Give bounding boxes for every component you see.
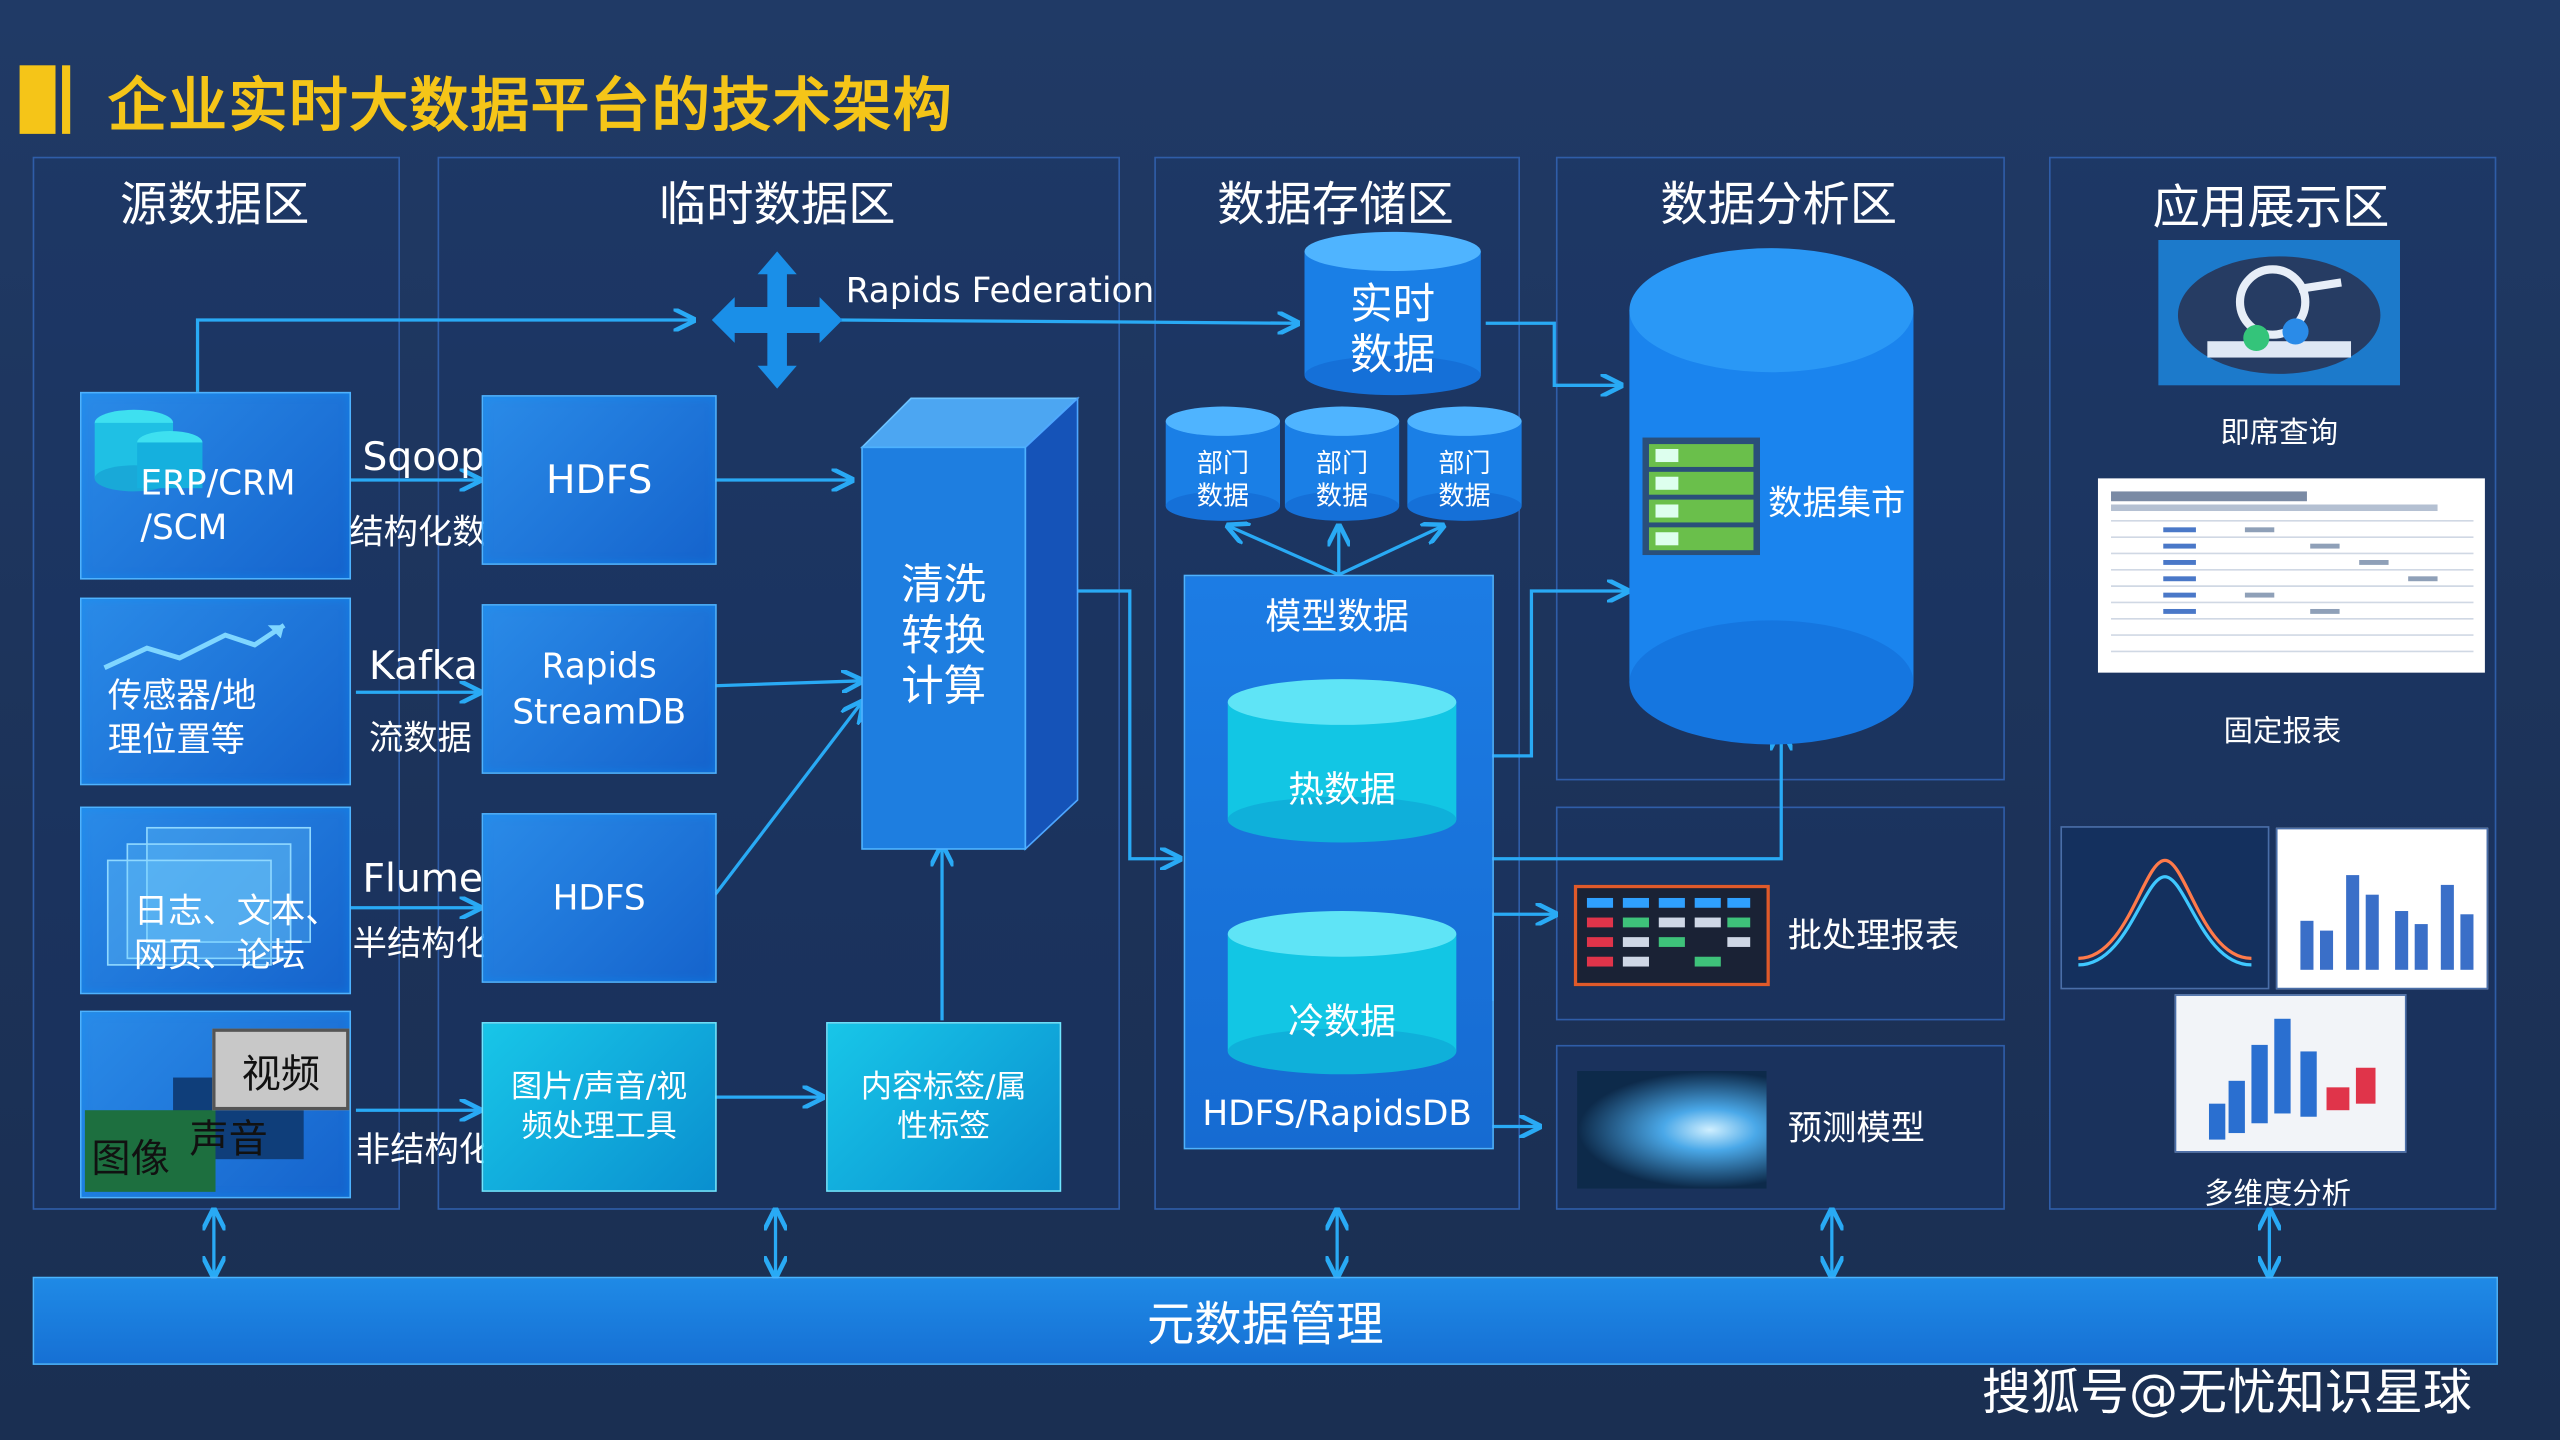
dept-db-label-3: 部门 数据	[1438, 447, 1491, 512]
media-tool-label: 图片/声音/视 频处理工具	[511, 1069, 688, 1145]
hdfs-box-2: HDFS	[481, 813, 717, 983]
video-label: 视频	[212, 1028, 350, 1111]
image-thumb	[84, 1110, 216, 1192]
dept-db-cylinder-1	[1165, 406, 1280, 521]
report-label: 固定报表	[2223, 715, 2342, 750]
source-erp: ERP/CRM /SCM	[80, 391, 352, 580]
batch-report-label: 批处理报表	[1787, 915, 1960, 956]
media-tool-box: 图片/声音/视 频处理工具	[481, 1022, 717, 1192]
ingest-stream: 流数据	[368, 718, 472, 758]
dept-db-cylinder-3	[1407, 406, 1522, 521]
batch-report-grid-icon	[1586, 897, 1751, 967]
source-erp-label: ERP/CRM /SCM	[140, 463, 296, 547]
database-icon	[94, 409, 203, 492]
ingest-kafka: Kafka	[368, 643, 478, 689]
isometric-bars-icon	[2208, 1018, 2376, 1140]
image-label: 图像	[91, 1136, 170, 1183]
hdfs-box-1: HDFS	[481, 395, 717, 565]
batch-report-thumb	[1573, 884, 1770, 987]
ingest-unstructured: 非结构化	[355, 1129, 494, 1169]
tagging-box: 内容标签/属 性标签	[826, 1022, 1062, 1192]
data-mart-label: 数据集市	[1768, 483, 1906, 523]
storage-footer-label: HDFS/RapidsDB	[1202, 1093, 1472, 1134]
multi-analysis-label: 多维度分析	[2204, 1177, 2352, 1212]
dept-db-cylinder-2	[1284, 406, 1400, 521]
ingest-semistructured: 半结构化	[352, 924, 490, 964]
report-table-icon	[2111, 491, 2474, 653]
dept-db-label-2: 部门 数据	[1315, 447, 1369, 512]
model-data-label: 模型数据	[1265, 597, 1409, 639]
zone-analysis-heading: 数据分析区	[1660, 176, 1898, 232]
hdfs-label-1: HDFS	[545, 457, 653, 503]
federation-arrows-icon	[711, 251, 843, 389]
documents-icon	[106, 826, 312, 966]
predict-model-label: 预测模型	[1787, 1108, 1925, 1148]
bell-curve-chart-icon	[2078, 858, 2252, 967]
zone-app-heading: 应用展示区	[2152, 179, 2390, 236]
realtime-db-cylinder	[1304, 231, 1481, 396]
title-accent-bar-thin	[62, 65, 71, 134]
multi-analysis-thumb-3	[2174, 994, 2407, 1153]
tagging-label: 内容标签/属 性标签	[860, 1069, 1027, 1145]
query-thumb	[2158, 239, 2400, 386]
zone-source-heading: 源数据区	[119, 176, 310, 232]
ingest-flume: Flume	[362, 855, 483, 902]
trend-arrow-icon	[103, 623, 286, 670]
cold-data-cylinder	[1227, 911, 1457, 1075]
source-log-label: 日志、文本、 网页、论坛	[133, 891, 340, 975]
source-media: 视频 声音 图像	[80, 1010, 352, 1199]
metadata-management-bar: 元数据管理	[32, 1276, 2498, 1365]
audio-label: 声音	[189, 1116, 268, 1163]
clean-compute-label: 清洗 转换 计算	[901, 561, 987, 712]
hdfs-label-2: HDFS	[552, 878, 646, 918]
rapids-streamdb-label: Rapids StreamDB	[512, 646, 687, 732]
source-log: 日志、文本、 网页、论坛	[80, 806, 352, 995]
clean-compute-block	[860, 396, 1080, 851]
hot-data-label: 热数据	[1288, 770, 1396, 812]
server-rack-icon	[1642, 437, 1760, 556]
hot-data-cylinder	[1227, 679, 1457, 843]
watermark: 搜狐号@无忧知识星球	[1982, 1364, 2472, 1423]
cold-data-label: 冷数据	[1288, 1002, 1396, 1044]
metadata-management-label: 元数据管理	[1146, 1296, 1384, 1352]
bar-chart-icon	[2300, 875, 2474, 970]
title-accent-bar	[19, 65, 56, 134]
zone-storage-heading: 数据存储区	[1217, 176, 1454, 232]
ingest-sqoop: Sqoop	[362, 434, 486, 480]
page-title: 企业实时大数据平台的技术架构	[107, 73, 954, 141]
multi-analysis-thumb-2	[2275, 827, 2489, 990]
report-thumb	[2097, 478, 2485, 673]
dept-db-label-1: 部门 数据	[1196, 447, 1249, 512]
magnifier-icon	[2177, 256, 2381, 374]
source-sensor: 传感器/地 理位置等	[80, 597, 352, 786]
query-label: 即席查询	[2220, 416, 2338, 451]
realtime-db-label: 实时 数据	[1350, 280, 1436, 381]
multi-analysis-thumb-1	[2060, 826, 2270, 990]
source-sensor-label: 传感器/地 理位置等	[107, 675, 257, 760]
rapids-streamdb-box: Rapids StreamDB	[481, 604, 717, 774]
predict-model-thumb	[1577, 1071, 1767, 1189]
zone-temp-heading: 临时数据区	[658, 176, 896, 232]
federation-label: Rapids Federation	[845, 271, 1155, 311]
